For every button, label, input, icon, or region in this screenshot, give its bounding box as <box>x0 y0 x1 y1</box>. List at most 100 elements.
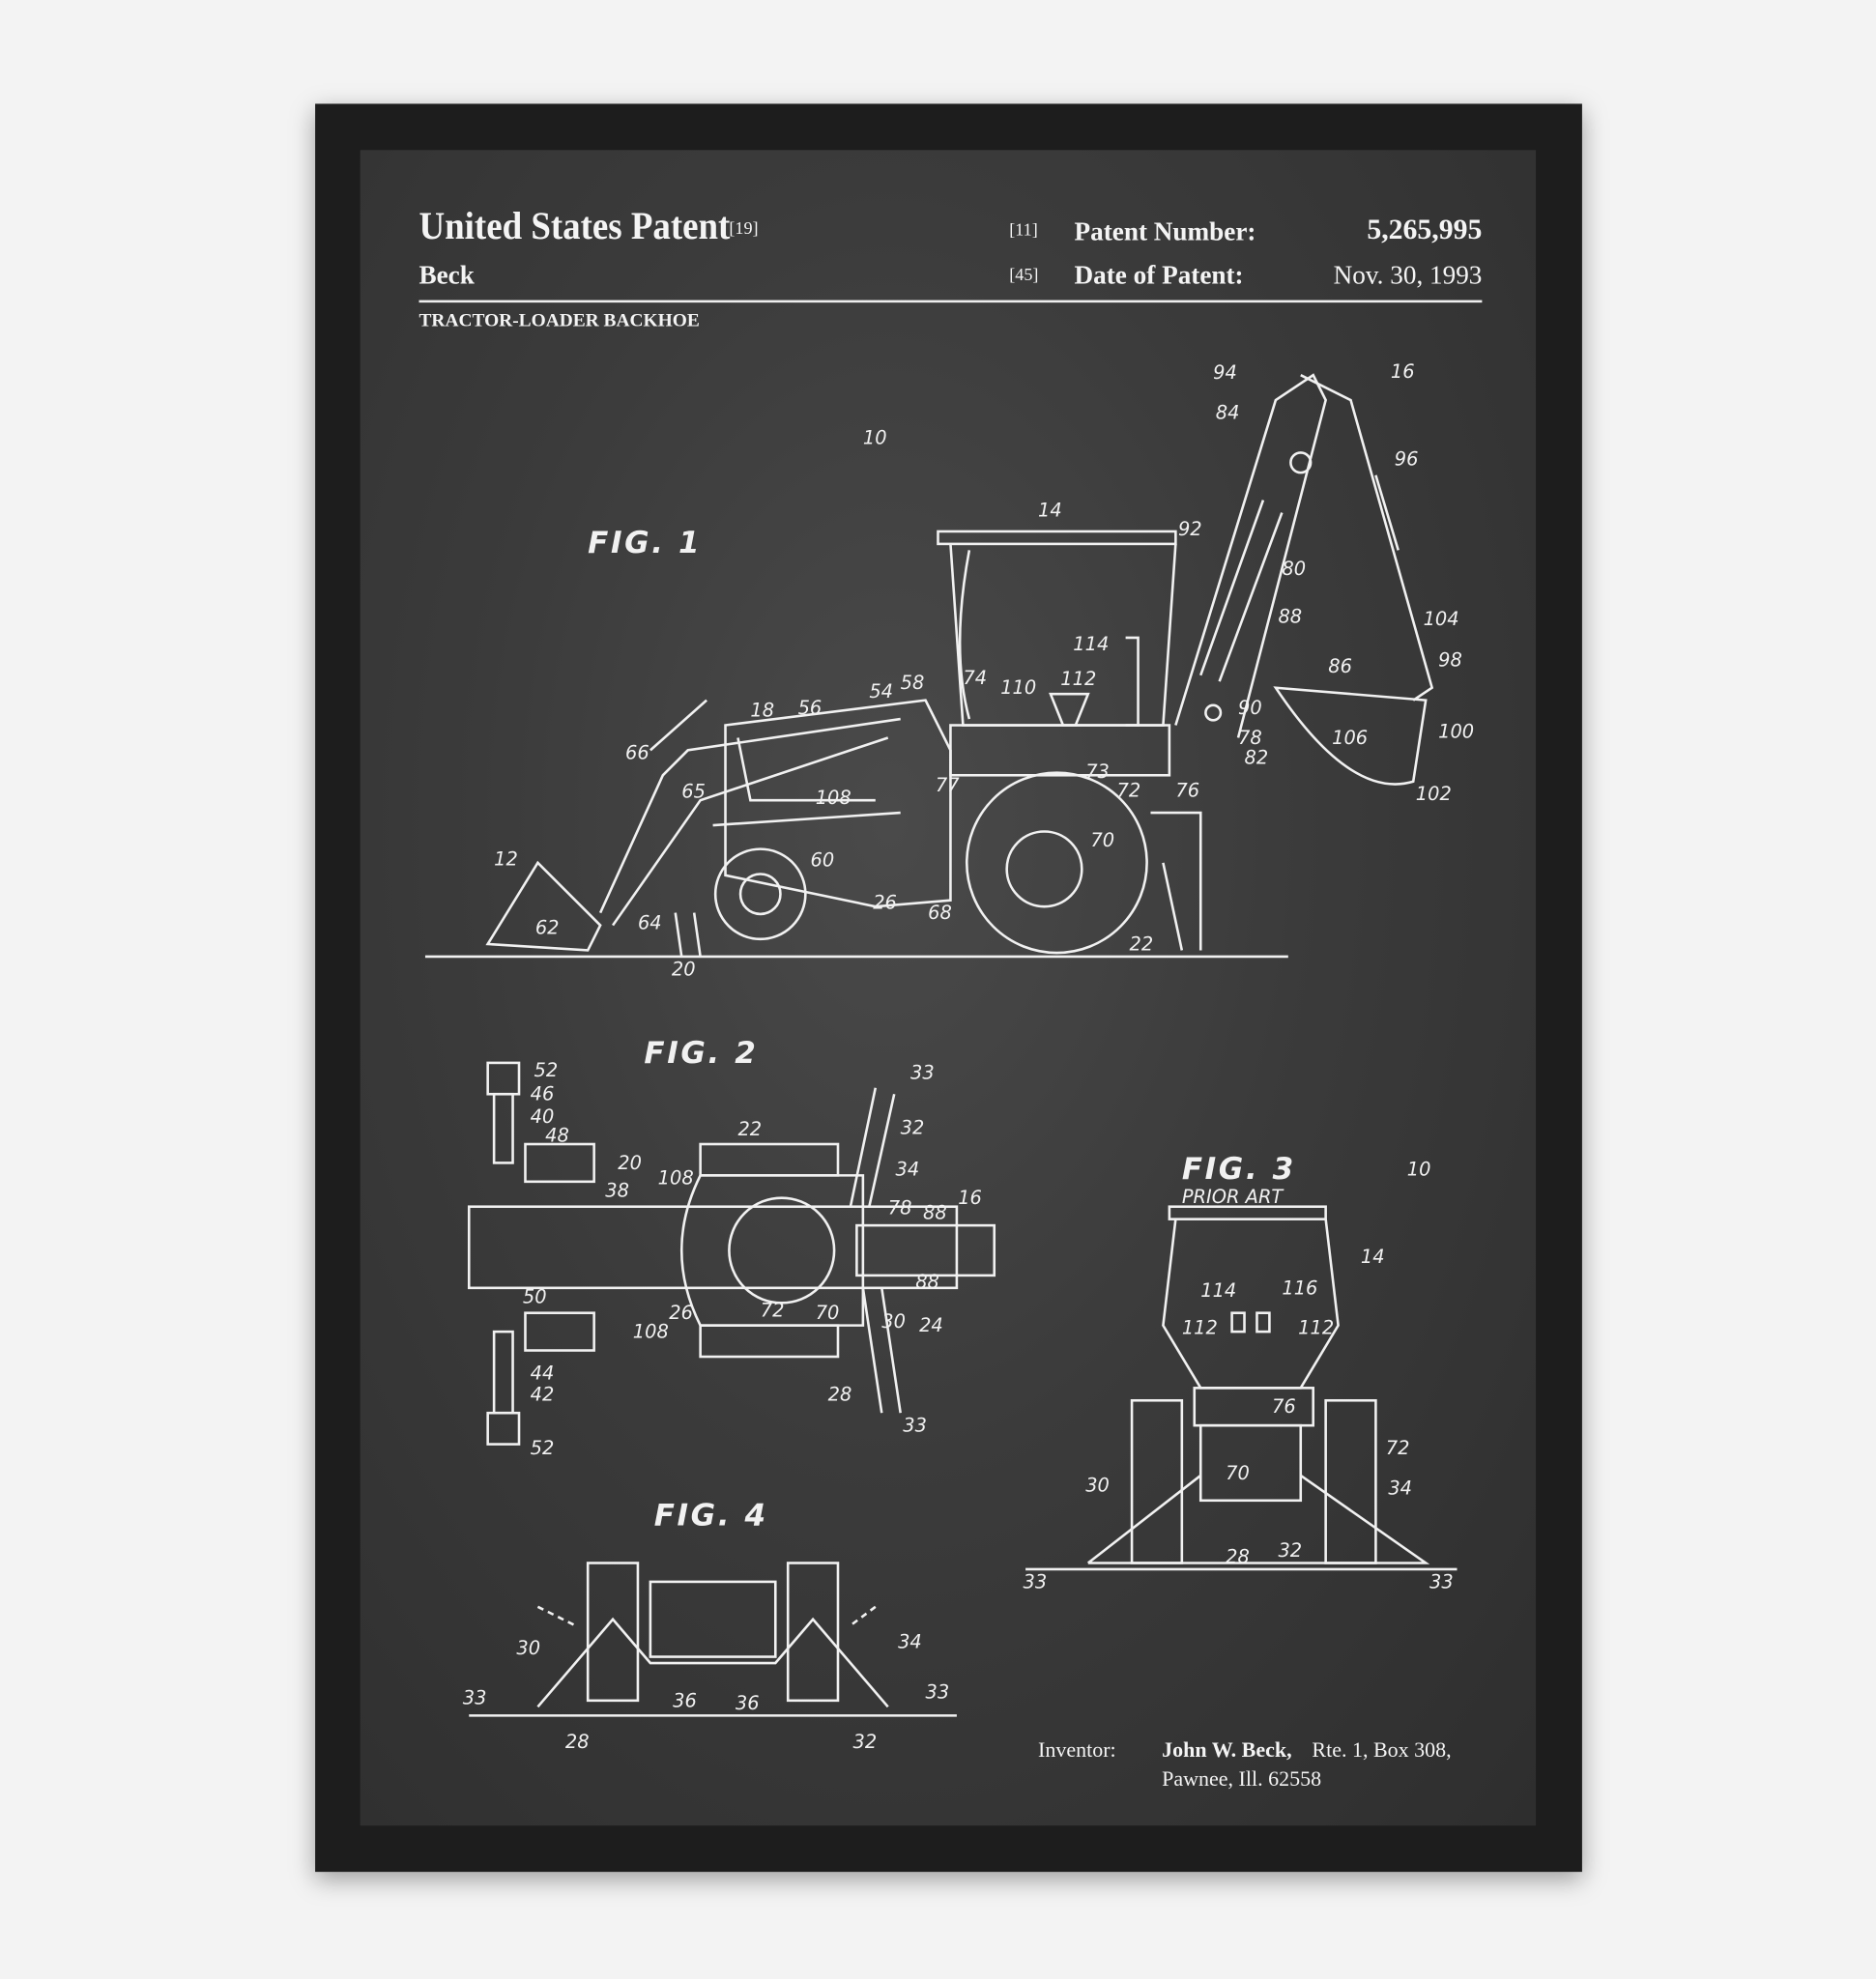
fig1-reference-numeral: 92 <box>1178 518 1202 540</box>
fig2-reference-numeral: 24 <box>919 1314 943 1336</box>
fig4-drawing <box>469 1562 957 1717</box>
inventor-label: Inventor: <box>1038 1737 1116 1763</box>
inventor-address-1: Rte. 1, Box 308, <box>1312 1737 1452 1763</box>
fig3-reference-numeral: 112 <box>1182 1317 1218 1339</box>
fig1-reference-numeral: 56 <box>798 697 823 719</box>
fig1-reference-numeral: 98 <box>1438 649 1462 672</box>
fig4-reference-numeral: 28 <box>565 1731 590 1753</box>
inventor-address-2: Pawnee, Ill. 62558 <box>1162 1766 1322 1792</box>
fig1-reference-numeral: 90 <box>1238 697 1262 719</box>
fig1-reference-numeral: 73 <box>1085 760 1110 783</box>
fig1-reference-numeral: 112 <box>1060 668 1096 690</box>
fig1-title: FIG. 1 <box>588 526 702 560</box>
fig2-reference-numeral: 38 <box>605 1179 629 1201</box>
fig2-reference-numeral: 33 <box>910 1062 935 1084</box>
date-label: Date of Patent: <box>1074 260 1244 291</box>
fig2-reference-numeral: 20 <box>618 1152 642 1174</box>
fig3-reference-numeral: 76 <box>1272 1395 1296 1418</box>
number-code: [11] <box>1009 221 1038 241</box>
fig2-title: FIG. 2 <box>644 1036 758 1071</box>
fig2-reference-numeral: 46 <box>531 1083 555 1105</box>
inventor-name: John W. Beck, <box>1162 1737 1292 1763</box>
patent-title: United States Patent <box>418 203 731 248</box>
fig1-reference-numeral: 26 <box>873 892 897 914</box>
fig2-reference-numeral: 72 <box>761 1300 785 1322</box>
fig1-reference-numeral: 62 <box>535 917 560 939</box>
fig4-reference-numeral: 30 <box>516 1637 540 1659</box>
fig1-reference-numeral: 10 <box>863 426 887 448</box>
fig3-reference-numeral: 28 <box>1226 1546 1250 1568</box>
fig3-title: FIG. 3 <box>1182 1152 1296 1187</box>
fig2-reference-numeral: 33 <box>903 1415 927 1437</box>
fig4-reference-numeral: 36 <box>736 1692 760 1714</box>
fig2-reference-numeral: 42 <box>531 1383 555 1405</box>
invention-title: TRACTOR-LOADER BACKHOE <box>418 311 700 331</box>
date-code: [45] <box>1009 266 1039 286</box>
fig1-reference-numeral: 65 <box>681 781 706 803</box>
fig4-reference-numeral: 33 <box>463 1687 487 1709</box>
fig1-reference-numeral: 82 <box>1245 747 1269 769</box>
fig4-reference-numeral: 34 <box>898 1630 922 1652</box>
fig1-reference-numeral: 84 <box>1216 401 1240 423</box>
fig3-reference-numeral: 34 <box>1388 1477 1412 1499</box>
fig2-reference-numeral: 88 <box>915 1271 939 1293</box>
fig2-reference-numeral: 50 <box>523 1285 547 1307</box>
fig3-subtitle: PRIOR ART <box>1182 1186 1285 1208</box>
fig1-reference-numeral: 66 <box>625 741 649 763</box>
fig3-reference-numeral: 14 <box>1361 1246 1385 1268</box>
fig1-reference-numeral: 106 <box>1332 727 1368 749</box>
fig1-reference-numeral: 22 <box>1129 932 1153 955</box>
fig1-reference-numeral: 100 <box>1438 720 1474 742</box>
fig2-reference-numeral: 30 <box>881 1310 906 1333</box>
fig1-reference-numeral: 68 <box>928 902 952 924</box>
fig4-title: FIG. 4 <box>654 1499 768 1534</box>
fig1-drawing <box>424 373 1434 959</box>
fig2-reference-numeral: 108 <box>633 1321 669 1343</box>
fig2-reference-numeral: 44 <box>531 1362 555 1384</box>
fig3-reference-numeral: 33 <box>1023 1570 1047 1592</box>
fig1-reference-numeral: 54 <box>869 680 893 703</box>
fig1-reference-numeral: 60 <box>811 849 835 872</box>
fig2-reference-numeral: 52 <box>531 1437 555 1459</box>
fig2-reference-numeral: 22 <box>737 1118 762 1140</box>
fig3-reference-numeral: 32 <box>1278 1539 1302 1562</box>
fig1-reference-numeral: 94 <box>1213 361 1237 384</box>
fig1-reference-numeral: 86 <box>1328 655 1352 677</box>
fig1-reference-numeral: 78 <box>1238 727 1262 749</box>
fig2-reference-numeral: 40 <box>531 1105 555 1128</box>
fig2-drawing <box>467 1061 996 1446</box>
fig1-reference-numeral: 16 <box>1391 360 1415 383</box>
fig1-reference-numeral: 74 <box>963 667 987 689</box>
inventor-surname: Beck <box>418 260 475 291</box>
fig4-reference-numeral: 33 <box>926 1680 950 1703</box>
fig1-reference-numeral: 88 <box>1278 605 1302 627</box>
fig2-reference-numeral: 28 <box>828 1383 852 1405</box>
fig3-reference-numeral: 116 <box>1282 1276 1317 1299</box>
title-code: [19] <box>729 219 759 240</box>
fig3-reference-numeral: 72 <box>1386 1437 1410 1459</box>
fig2-reference-numeral: 108 <box>658 1166 694 1189</box>
header-rule <box>418 300 1483 303</box>
fig2-reference-numeral: 48 <box>545 1124 569 1146</box>
fig1-reference-numeral: 102 <box>1416 783 1452 805</box>
fig3-reference-numeral: 30 <box>1085 1475 1110 1497</box>
fig3-drawing <box>1025 1205 1458 1571</box>
fig1-reference-numeral: 18 <box>750 699 774 721</box>
fig1-reference-numeral: 72 <box>1117 779 1141 801</box>
fig1-reference-numeral: 108 <box>816 787 851 809</box>
fig4-reference-numeral: 36 <box>673 1689 697 1711</box>
fig1-reference-numeral: 80 <box>1282 558 1306 580</box>
fig2-reference-numeral: 34 <box>896 1158 920 1180</box>
fig1-reference-numeral: 58 <box>901 672 925 694</box>
patent-date: Nov. 30, 1993 <box>1333 260 1483 291</box>
fig1-reference-numeral: 96 <box>1395 447 1419 470</box>
fig2-reference-numeral: 26 <box>669 1302 693 1324</box>
fig1-reference-numeral: 70 <box>1090 829 1114 851</box>
fig2-reference-numeral: 52 <box>534 1059 559 1081</box>
fig2-reference-numeral: 32 <box>901 1117 925 1139</box>
chalkboard-print: United States Patent [19] Beck [11] Pate… <box>360 150 1537 1826</box>
fig1-reference-numeral: 76 <box>1175 779 1199 801</box>
fig1-reference-numeral: 20 <box>672 958 696 980</box>
fig1-reference-numeral: 110 <box>1000 676 1036 699</box>
